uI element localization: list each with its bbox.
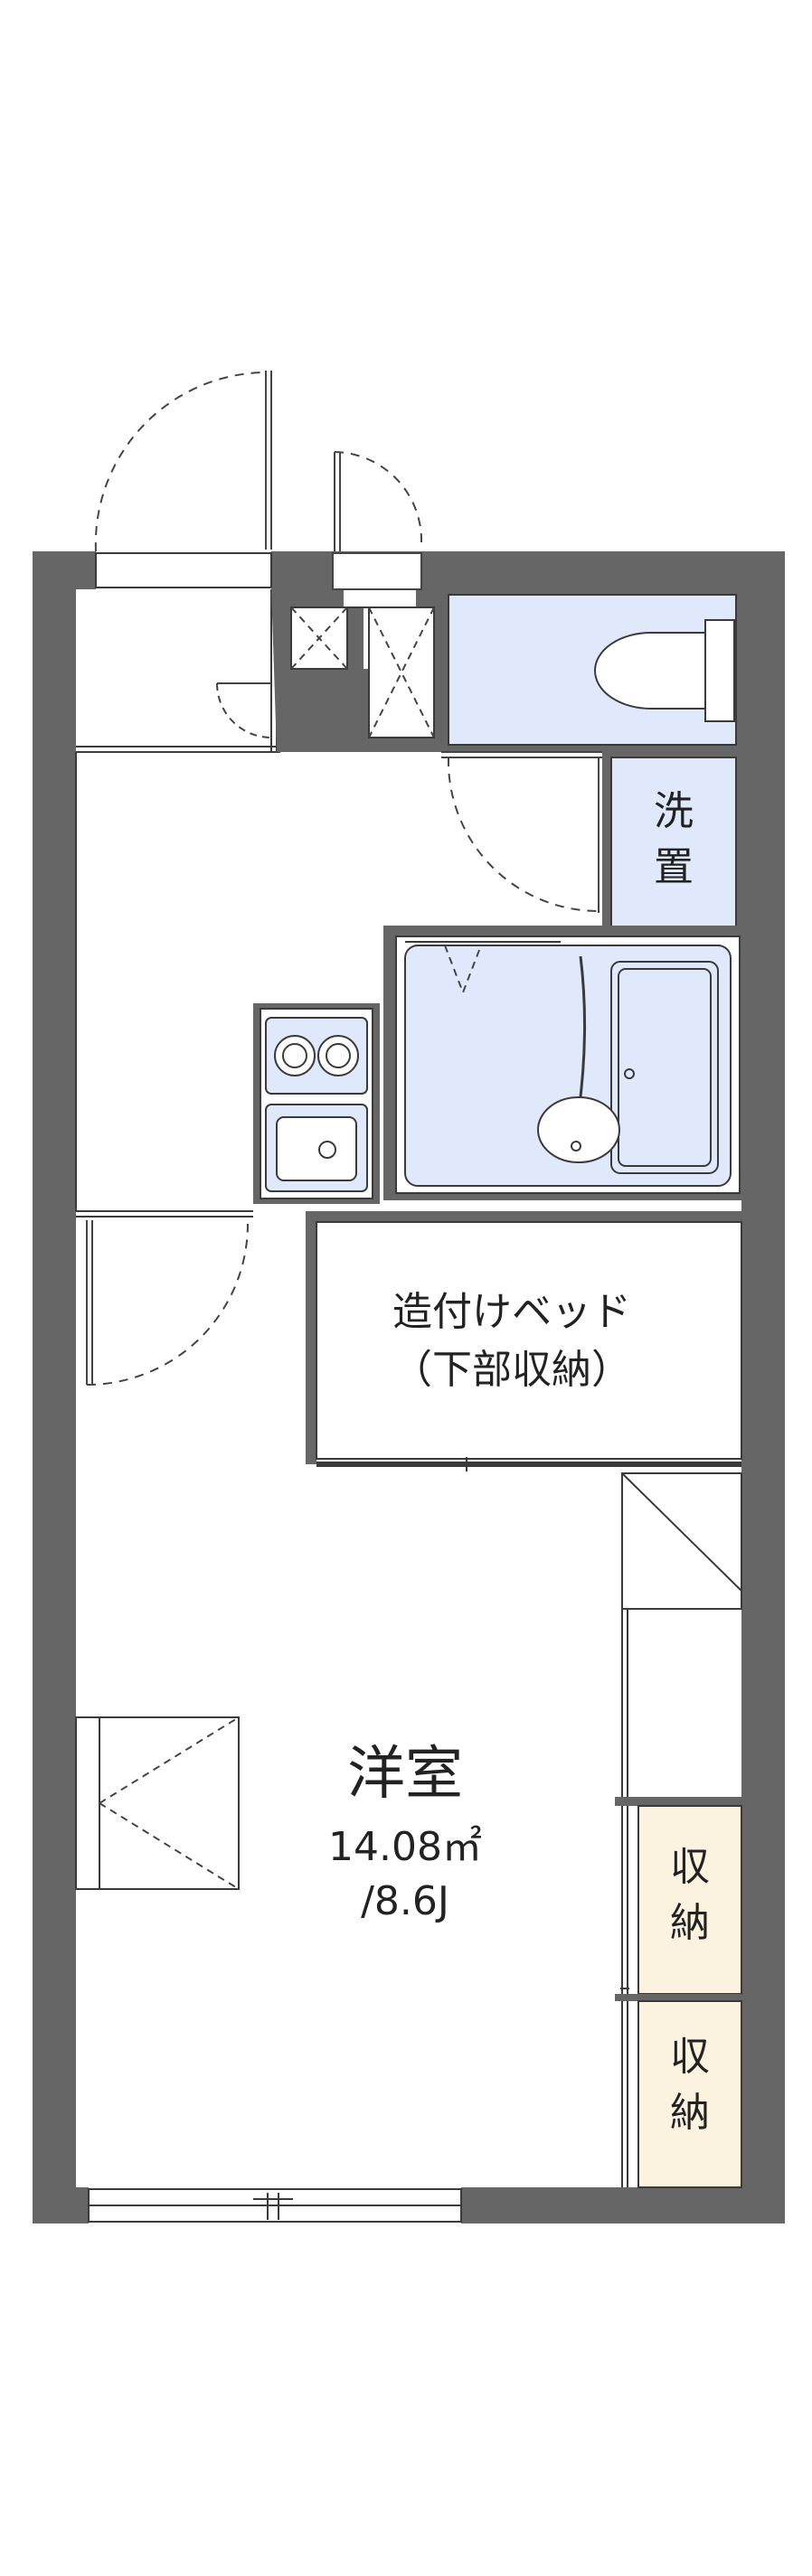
washer-label-2: 置 [654,844,694,890]
pipe-space [271,588,364,752]
bathroom-door[interactable] [441,751,602,913]
room-door[interactable] [86,1220,249,1386]
room-size: /8.6J [361,1878,449,1924]
genkan [76,589,280,753]
storage-upper [615,1797,742,1995]
washer-space [602,752,741,936]
bed-label-line1: 造付けベッド [392,1289,631,1335]
kitchen-partition [76,1210,253,1217]
service-door[interactable] [332,451,423,590]
exterior-walls [33,551,785,2223]
built-in-bed [306,1211,742,1471]
stove-icon [265,1017,368,1095]
washer-label-1: 洗 [654,788,694,834]
air-conditioner [75,1716,240,1890]
toilet-icon [594,619,735,722]
room-area: 14.08㎡ [328,1824,482,1870]
bed-label-line2: （下部収納） [392,1347,631,1393]
genkan-step-swing [216,682,272,738]
storage-upper-label-2: 納 [670,1900,710,1946]
storage-upper-label-1: 収 [670,1844,710,1890]
storage-lower-label-2: 納 [670,2090,710,2136]
closet-area [621,1472,742,1799]
entrance-opening [95,552,272,588]
room-name: 洋室 [347,1741,463,1808]
storage-lower [615,1988,742,2188]
entrance-door[interactable] [94,371,272,552]
sink-icon [265,1104,368,1192]
meter-box [344,588,441,752]
balcony-window[interactable] [88,2188,462,2223]
bathroom [383,926,741,1200]
storage-lower-label-1: 収 [670,2034,710,2080]
